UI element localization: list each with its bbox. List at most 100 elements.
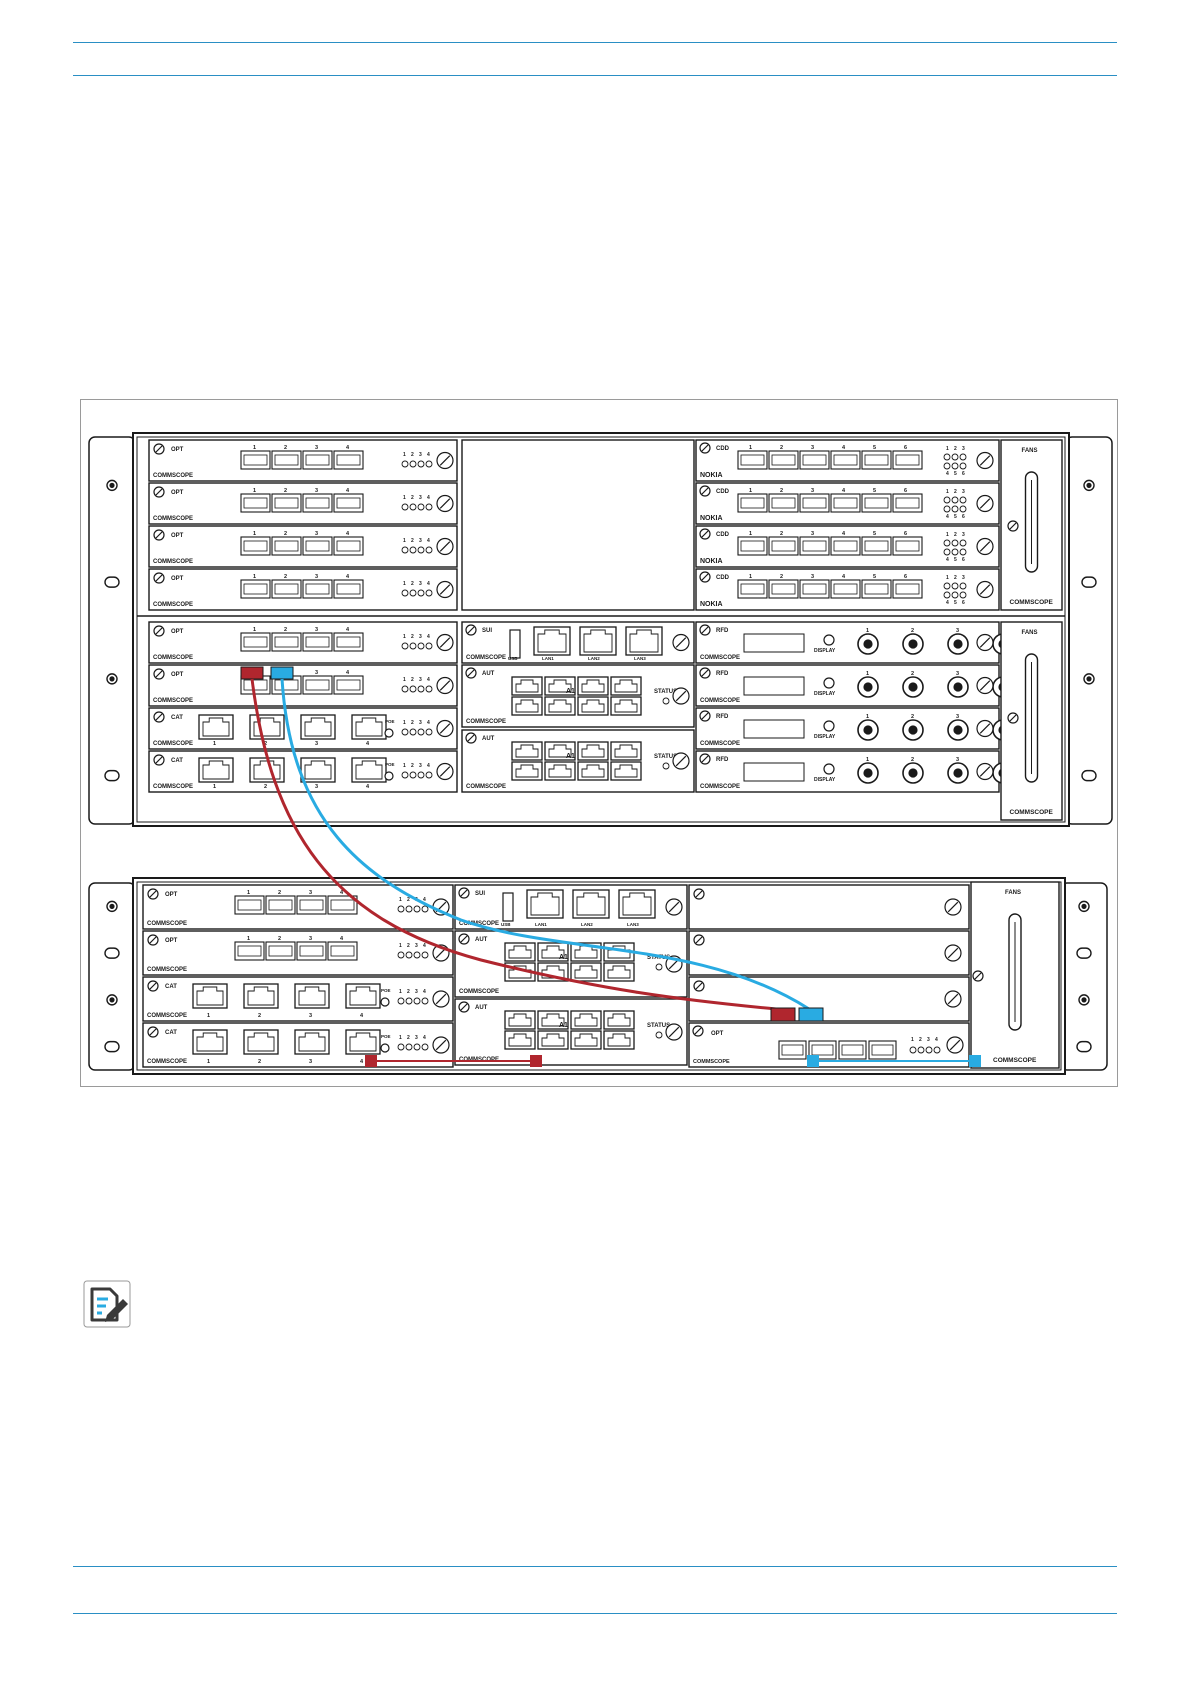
bottom-left-card-1-led-4 (421, 905, 429, 913)
top-left-card-2-port-label-2: 2 (284, 488, 287, 494)
top-rfd-card-2-display-label: DISPLAY (814, 691, 836, 697)
bottom-left-card-3-led-label-1: 1 (399, 989, 402, 995)
bottom-left-card-1-led-1 (397, 905, 405, 913)
top-left-card-5-led-3 (417, 642, 425, 650)
top-rfd-card-3-label: RFD (716, 714, 729, 720)
bottom-opt-right-card-led-label-1: 1 (911, 1037, 914, 1043)
top-cpri-card-1-led-label-bottom-4: 4 (946, 471, 949, 477)
top-cpri-card-1-port-4-inner (833, 454, 858, 466)
top-sui-card-lan-port-2-jack (583, 629, 613, 653)
top-chassis-right-ear-hole-inner-0 (1086, 482, 1092, 488)
top-cpri-card-4-port-label-5: 5 (873, 574, 876, 580)
bottom-aut-card-1-port-r0c0-jack (508, 945, 532, 959)
bottom-left-card-3-port-2-jack (247, 986, 275, 1006)
top-aut-card-2-port-r1c2-jack (581, 764, 605, 778)
bottom-left-card-2-led-label-2: 2 (407, 943, 410, 949)
top-cpri-card-3-port-3-inner (802, 540, 827, 552)
bottom-blank-card-3 (688, 976, 970, 1022)
top-left-card-7-led-label-3: 3 (419, 720, 422, 726)
top-rfd-card-3-display-label: DISPLAY (814, 734, 836, 740)
top-rfd-card-1-port-label-1: 1 (866, 628, 869, 634)
top-cpri-card-2-label: CDD (716, 489, 730, 495)
bottom-left-card-3-port-label-3: 3 (309, 1013, 312, 1019)
top-left-card-1-label: OPT (171, 447, 184, 453)
top-left-card-3-screw-right-slot (439, 541, 451, 552)
bottom-left-card-1-port-1-inner (237, 899, 262, 911)
top-left-card-4-port-label-2: 2 (284, 574, 287, 580)
top-left-card-7-port-4-jack (355, 717, 383, 737)
top-cpri-card-2-screw-left-slot (701, 487, 709, 495)
top-cpri-card-2-port-label-2: 2 (780, 488, 783, 494)
top-left-card-5-label: OPT (171, 629, 184, 635)
top-left-card-6-led-4 (425, 685, 433, 693)
top-cpri-card-4-led-label-bottom-5: 5 (954, 600, 957, 606)
top-cpri-card-2-port-2-inner (771, 497, 796, 509)
top-left-card-6-label: OPT (171, 672, 184, 678)
top-rfd-card-4-rf-port-pin-1 (863, 768, 873, 778)
top-aut-card-2-center-label: A1 (566, 753, 575, 760)
bottom-opt-right-card-led-3 (925, 1046, 933, 1054)
top-left-card-2-led-label-2: 2 (411, 495, 414, 501)
top-cpri-card-1-screw-right-slot (979, 455, 991, 466)
top-left-card-7-screw-left-slot (155, 713, 163, 721)
top-aut-card-2-brand: COMMSCOPE (466, 784, 506, 790)
top-cpri-card-2-port-label-1: 1 (749, 488, 752, 494)
top-cpri-card-1-port-label-4: 4 (842, 445, 846, 451)
header-rule-bottom (73, 75, 1117, 76)
top-left-card-1-port-label-1: 1 (253, 445, 256, 451)
top-cpri-card-3-port-6-inner (895, 540, 920, 552)
bottom-fans-brand: COMMSCOPE (993, 1057, 1037, 1064)
top-left-card-1-screw-left-slot (155, 445, 163, 453)
bottom-aut-card-1-screw-left-slot (460, 935, 468, 943)
bottom-aut-card-2-label: AUT (475, 1005, 488, 1011)
top-cpri-card-4-led-top-3 (959, 582, 967, 590)
top-cpri-card-3-port-label-2: 2 (780, 531, 783, 537)
top-left-card-4-led-label-2: 2 (411, 581, 414, 587)
top-left-card-4-port-label-3: 3 (315, 574, 318, 580)
top-cpri-card-4-led-label-bottom-4: 4 (946, 600, 949, 606)
top-rfd-card-4-screw-right-slot (979, 766, 991, 777)
bottom-aut-card-2-center-label: A1 (559, 1022, 568, 1029)
top-sui-card-screw-right-slot (675, 637, 687, 648)
bottom-aut-card-2-port-r1c3-jack (607, 1033, 631, 1047)
top-left-card-2-port-label-3: 3 (315, 488, 318, 494)
top-left-card-5-port-label-3: 3 (315, 627, 318, 633)
bottom-chassis-right-ear-slot-1 (1076, 947, 1092, 959)
top-fans-lower-screw-slot (1009, 714, 1017, 722)
top-rfd-card-3-port-label-2: 2 (911, 714, 914, 720)
top-rfd-card-2-display-button (823, 677, 835, 689)
bottom-left-card-3-poe-label: POE (381, 988, 391, 993)
top-left-card-5-port-label-4: 4 (346, 627, 350, 633)
top-aut-card-1-brand: COMMSCOPE (466, 719, 506, 725)
bottom-sui-card-usb-label: USB (501, 922, 511, 927)
top-left-card-4-port-4-inner (336, 583, 361, 595)
top-aut-card-1-port-r0c2-jack (581, 679, 605, 693)
bottom-opt-right-card-port-3-inner (841, 1044, 864, 1056)
top-cpri-card-4-led-label-top-3: 3 (962, 575, 965, 581)
top-sui-card-lan-label-2: LAN2 (588, 656, 600, 661)
bottom-left-card-2-led-2 (405, 951, 413, 959)
top-rfd-card-2-rf-port-pin-1 (863, 682, 873, 692)
top-aut-card-1-port-r0c1-jack (548, 679, 572, 693)
bottom-chassis-left-ear-slot-1 (104, 947, 120, 959)
bottom-opt-right-card-led-4 (933, 1046, 941, 1054)
top-left-card-4-led-label-1: 1 (403, 581, 406, 587)
top-left-card-5-led-2 (409, 642, 417, 650)
top-rfd-card-2-rf-port-pin-3 (953, 682, 963, 692)
top-rfd-card-1-screw-right-slot (979, 637, 991, 648)
top-aut-card-1-status-label: STATUS (654, 689, 677, 695)
top-left-card-2-led-2 (409, 503, 417, 511)
bottom-left-card-4-port-2-jack (247, 1032, 275, 1052)
top-left-card-5-port-label-2: 2 (284, 627, 287, 633)
top-left-card-8-label: CAT (171, 758, 183, 764)
bottom-left-card-2-port-label-1: 1 (247, 936, 250, 942)
bottom-left-card-4-led-4 (421, 1043, 429, 1051)
top-chassis-left-ear-slot-3 (104, 769, 120, 782)
top-aut-card-2-status-led (662, 762, 670, 770)
top-cpri-card-2-port-6-inner (895, 497, 920, 509)
top-aut-card-1 (461, 664, 695, 728)
top-left-card-3-led-1 (401, 546, 409, 554)
top-cpri-card-3-led-label-top-1: 1 (946, 532, 949, 538)
top-left-card-7-led-label-2: 2 (411, 720, 414, 726)
